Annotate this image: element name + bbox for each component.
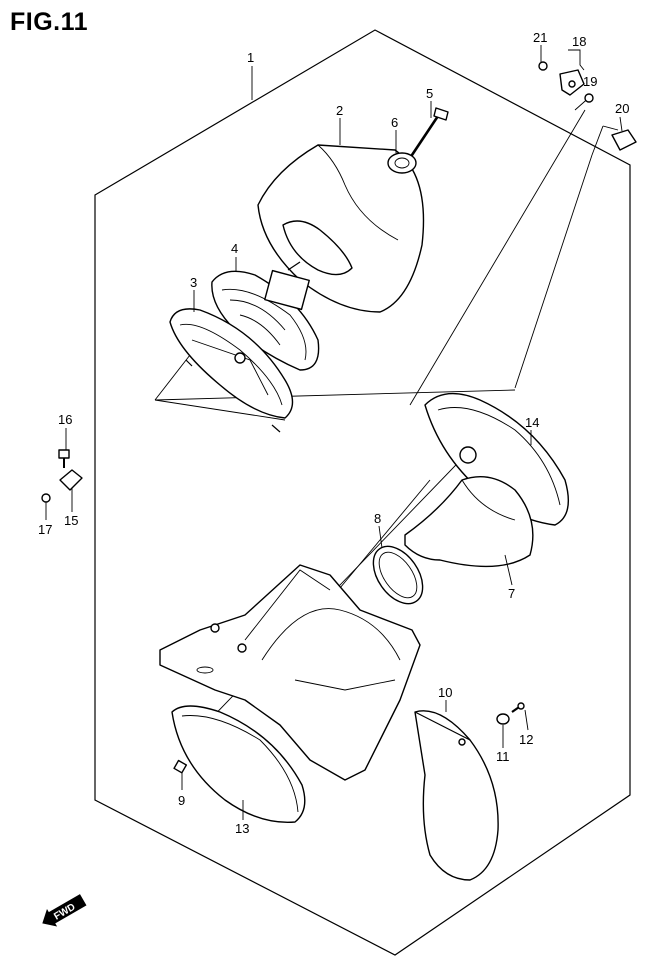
air-box-gasket [171, 705, 306, 824]
bracket-18 [559, 69, 585, 96]
callout-7: 7 [508, 586, 515, 601]
callout-20: 20 [615, 101, 629, 116]
bolt-16 [58, 449, 70, 468]
plate-20 [611, 129, 637, 151]
callout-19: 19 [583, 74, 597, 89]
callout-2: 2 [336, 103, 343, 118]
callout-labels: 1 2 3 4 5 6 7 8 9 10 11 12 13 14 15 16 1… [38, 30, 629, 836]
fwd-label: FWD [52, 902, 77, 923]
callout-16: 16 [58, 412, 72, 427]
callout-12: 12 [519, 732, 533, 747]
callout-13: 13 [235, 821, 249, 836]
figure-title: FIG.11 [10, 8, 89, 36]
mud-guard [414, 710, 499, 881]
callout-14: 14 [525, 415, 539, 430]
wing-bolt [408, 107, 449, 159]
hose-clamp [372, 545, 424, 605]
callout-4: 4 [231, 241, 238, 256]
washer-17 [41, 493, 51, 503]
callout-10: 10 [438, 685, 452, 700]
screw-21 [538, 61, 548, 71]
collar [387, 152, 417, 174]
callout-21: 21 [533, 30, 547, 45]
leader-lines [45, 45, 623, 820]
o-ring-19 [584, 93, 594, 103]
callout-9: 9 [178, 793, 185, 808]
air-filter-element [257, 144, 425, 313]
callout-6: 6 [391, 115, 398, 130]
callout-1: 1 [247, 50, 254, 65]
filter-holder [169, 308, 294, 433]
fwd-direction-arrow: FWD [42, 894, 87, 927]
callout-3: 3 [190, 275, 197, 290]
filter-cage [211, 261, 320, 371]
fwd-arrow-icon [42, 894, 87, 927]
air-box [159, 564, 421, 781]
callout-5: 5 [426, 86, 433, 101]
callout-8: 8 [374, 511, 381, 526]
intake-plate [424, 392, 569, 526]
nut-9 [173, 759, 188, 774]
callout-11: 11 [496, 749, 510, 764]
intake-duct [404, 476, 534, 568]
callout-17: 17 [38, 522, 52, 537]
assembly-outline [94, 29, 631, 956]
clip-nut-15 [59, 469, 83, 491]
washer-11 [496, 713, 510, 725]
bolt-12 [511, 702, 525, 713]
callout-18: 18 [572, 34, 586, 49]
callout-15: 15 [64, 513, 78, 528]
